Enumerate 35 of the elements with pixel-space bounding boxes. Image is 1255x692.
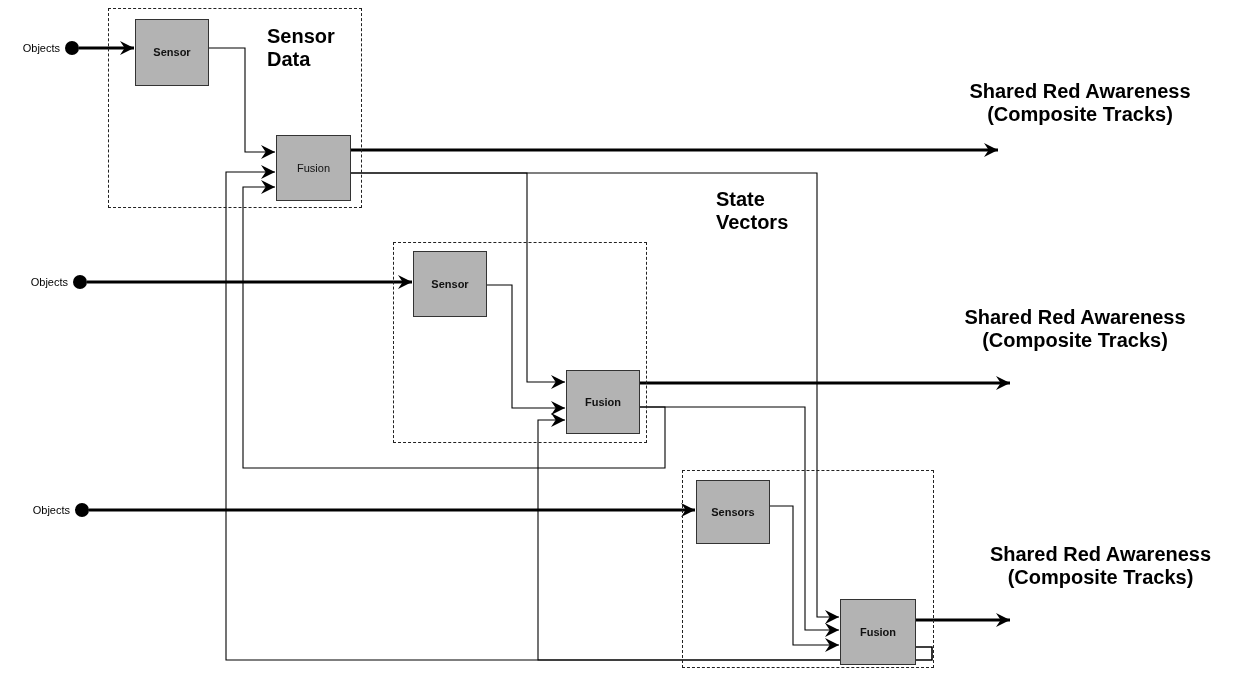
input-label: Objects: [22, 42, 60, 54]
process-box: [696, 480, 770, 544]
dotted-group-box: [682, 470, 934, 668]
process-box: [566, 370, 640, 434]
arrow: [485, 284, 566, 415]
arrow: [349, 172, 840, 624]
output-label: Shared Red Awareness (Composite Tracks): [963, 306, 1187, 352]
dotted-group-box: [393, 242, 647, 443]
process-box: [413, 251, 487, 317]
box-label: Sensor: [153, 46, 191, 59]
arrow: [79, 41, 134, 55]
arrow: [207, 47, 276, 159]
input-label: Objects: [30, 276, 68, 288]
box-label: Sensor: [431, 277, 469, 291]
process-box: [135, 19, 209, 86]
box-label: Fusion: [584, 395, 622, 409]
input-label: Objects: [32, 504, 70, 516]
output-arrow: [915, 613, 1010, 627]
box-label: Sensors: [711, 505, 755, 519]
output-label: Shared Red Awareness (Composite Tracks): [988, 543, 1213, 589]
arrow: [87, 275, 412, 289]
box-label: Fusion: [297, 161, 330, 175]
section-label: State Vectors: [716, 188, 790, 234]
box-label: Fusion: [859, 625, 897, 639]
arrow: [242, 180, 666, 469]
arrow: [537, 413, 933, 661]
process-box: [840, 599, 916, 665]
arrow: [768, 505, 840, 652]
output-label: Shared Red Awareness (Composite Tracks): [968, 80, 1192, 126]
group-heading: Sensor Data: [267, 25, 336, 71]
output-arrow: [350, 143, 998, 157]
dotted-group-box: [108, 8, 362, 208]
process-box: [276, 135, 351, 201]
output-arrow: [639, 376, 1010, 390]
arrow: [89, 503, 695, 517]
